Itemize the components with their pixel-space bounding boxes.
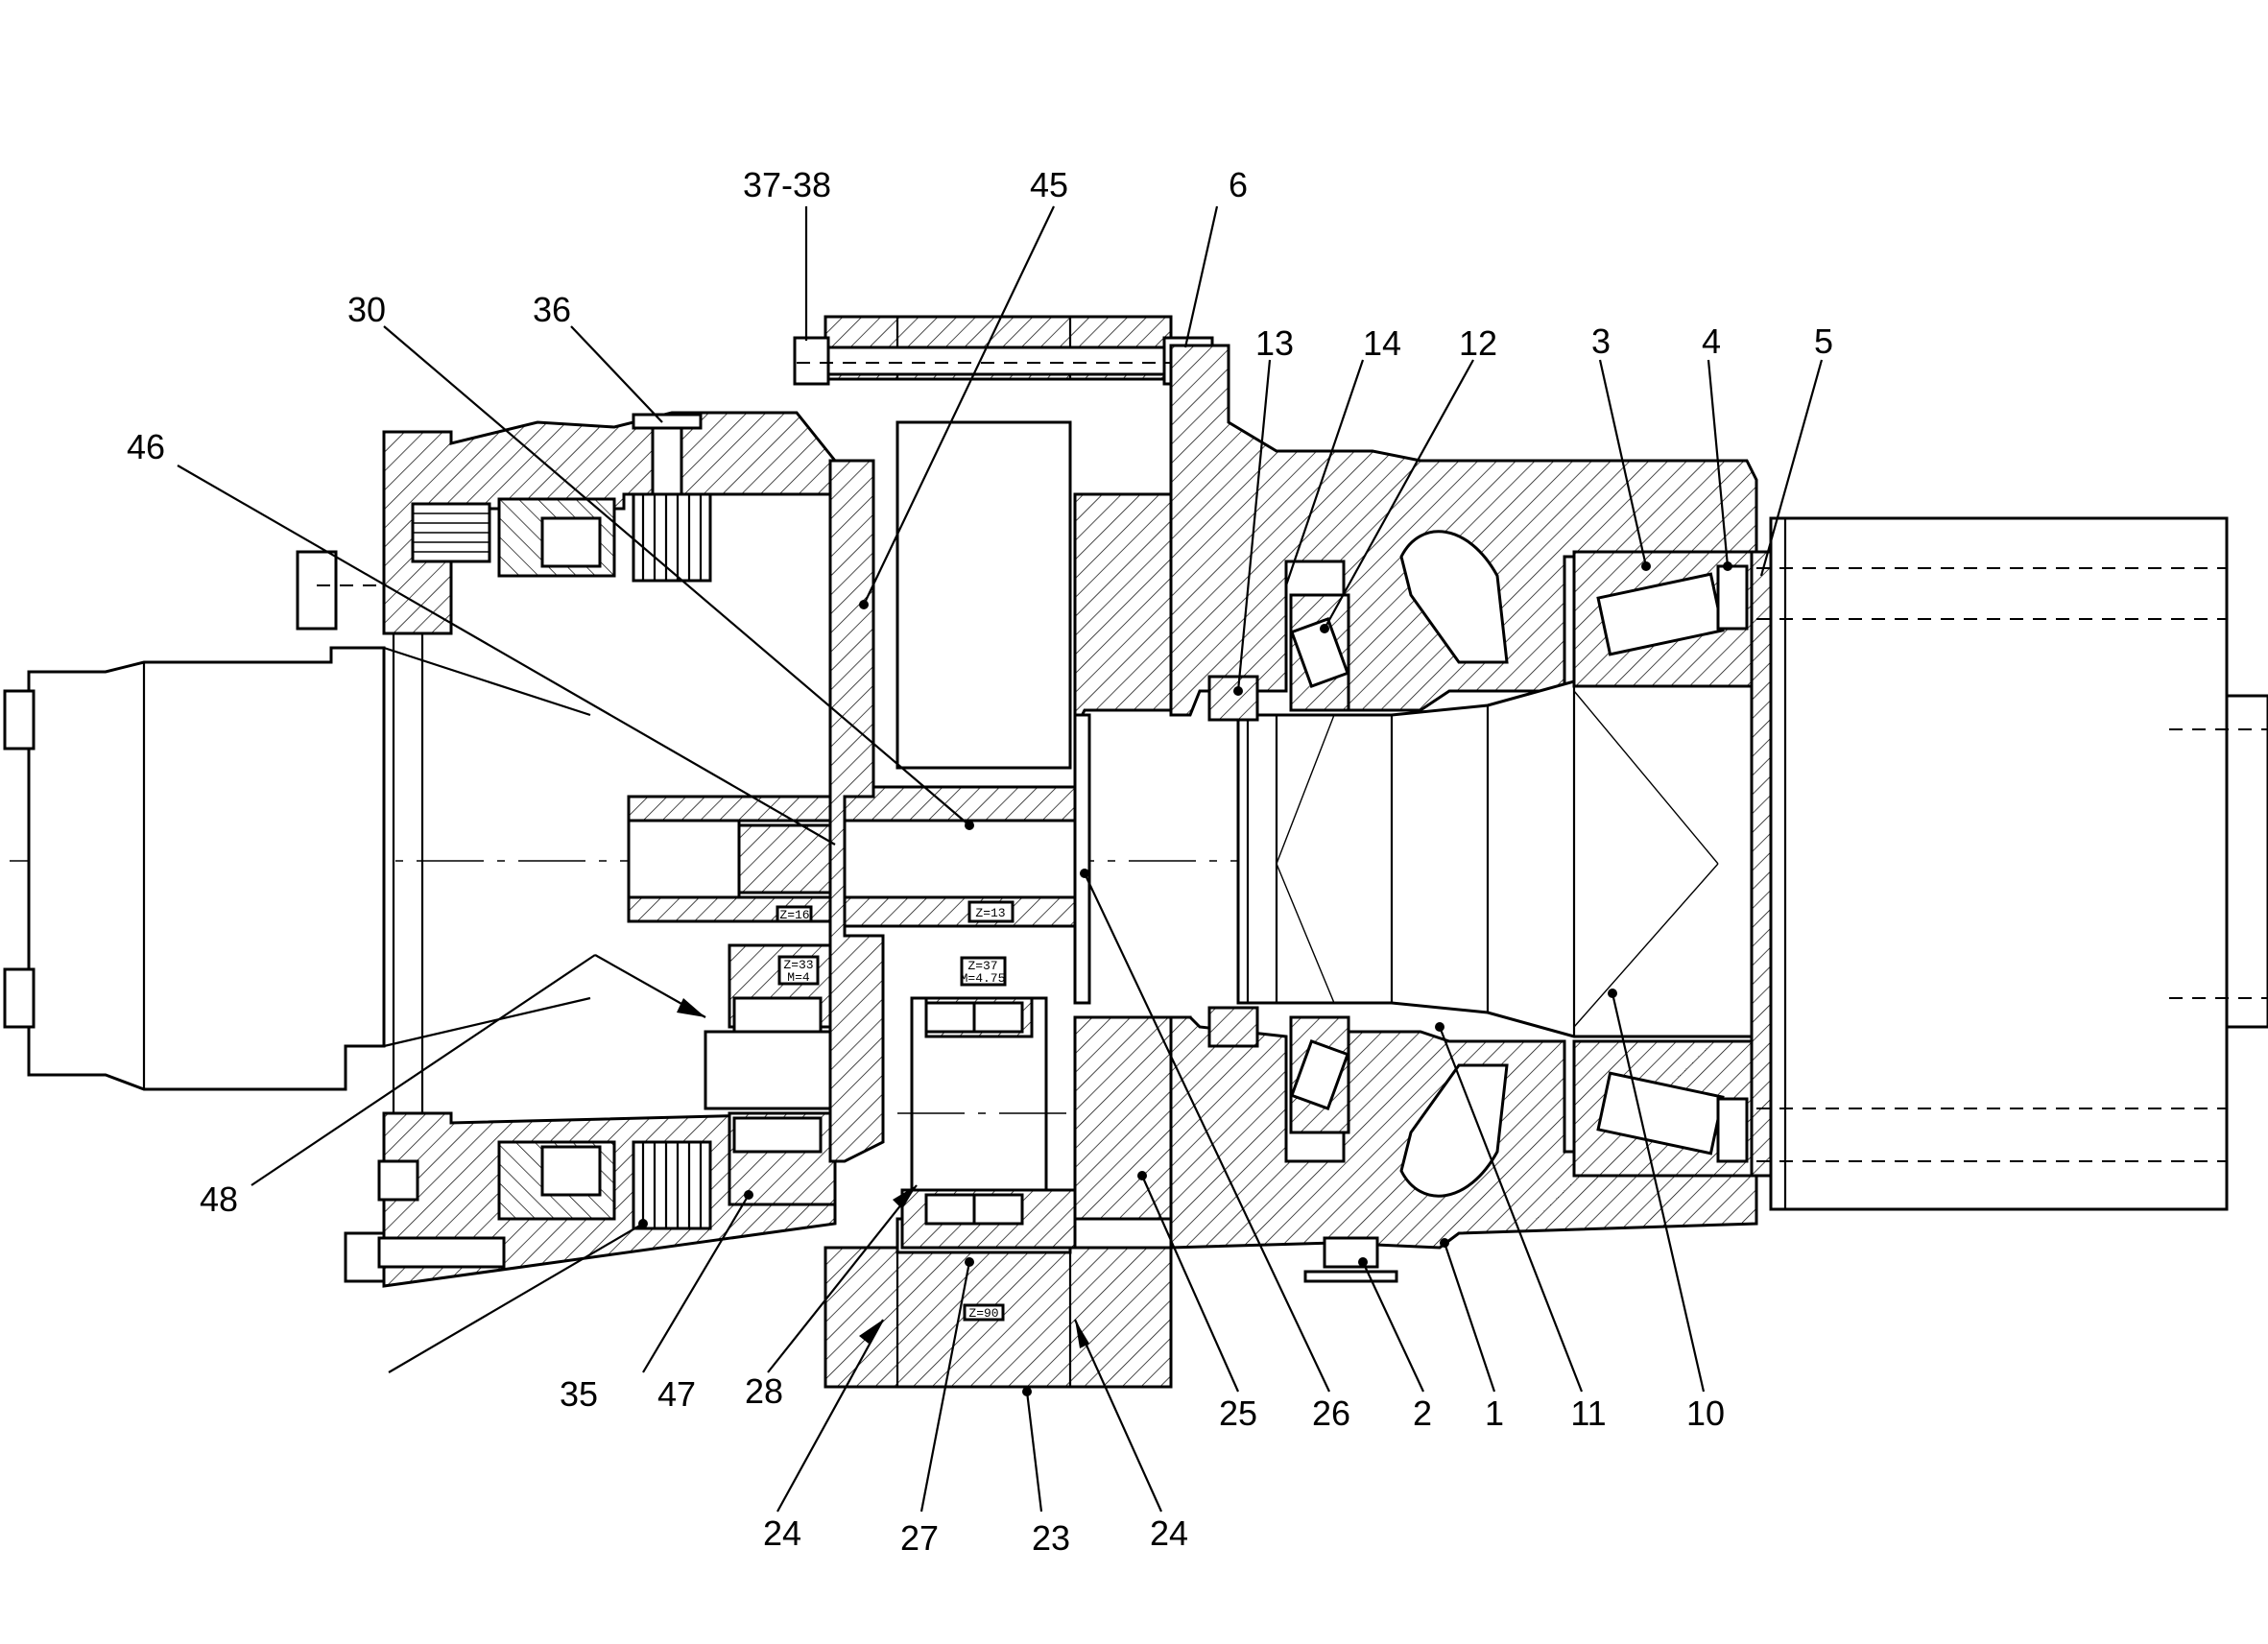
inner-bearing-top xyxy=(1289,593,1350,712)
callout-12: 12 xyxy=(1459,323,1497,363)
callout-1: 1 xyxy=(1485,1394,1504,1433)
planet-carrier xyxy=(828,459,885,1163)
callout-5: 5 xyxy=(1814,322,1833,361)
callout-47: 47 xyxy=(657,1374,696,1414)
callout-23: 23 xyxy=(1032,1518,1070,1558)
second-stage-planet: Z=37 M=4.75 xyxy=(897,956,1077,1250)
callout-27: 27 xyxy=(900,1518,939,1558)
callout-4: 4 xyxy=(1702,322,1721,361)
brake-disc-pack-top xyxy=(632,492,712,583)
gear-tag-m4: M=4 xyxy=(787,970,810,985)
callout-46: 46 xyxy=(127,427,165,466)
brake-spring-pack xyxy=(411,502,491,563)
output-spindle xyxy=(1207,675,1768,1048)
callout-14: 14 xyxy=(1363,323,1401,363)
callout-11: 11 xyxy=(1570,1394,1606,1433)
hub-flange xyxy=(1750,516,2268,1211)
outer-bearing-bottom xyxy=(1572,1039,1754,1178)
second-stage-carrier xyxy=(1073,492,1192,1221)
callout-36: 36 xyxy=(533,290,571,329)
gear-tag-z37: Z=37 xyxy=(967,959,997,973)
callout-24-right: 24 xyxy=(1150,1513,1188,1553)
gear-tag-z90: Z=90 xyxy=(968,1306,998,1321)
brake-disc-pack-bottom xyxy=(632,1140,712,1230)
first-stage-planet: Z=33 M=4 xyxy=(704,943,837,1206)
input-shaft: Z=13 Z=16 xyxy=(627,780,1077,928)
leader-lines xyxy=(177,205,1824,1513)
callout-28: 28 xyxy=(745,1371,783,1411)
gear-tag-z13: Z=13 xyxy=(975,906,1005,920)
callout-26: 26 xyxy=(1312,1394,1350,1433)
callout-labels: 37-38 45 6 30 36 13 14 12 3 4 5 46 48 35… xyxy=(127,165,1833,1558)
callout-13: 13 xyxy=(1255,323,1294,363)
callout-45: 45 xyxy=(1030,165,1068,204)
callout-3: 3 xyxy=(1591,322,1611,361)
outer-bearing-top xyxy=(1572,550,1754,688)
callout-30: 30 xyxy=(347,290,386,329)
hydraulic-motor xyxy=(3,550,591,1091)
callout-10: 10 xyxy=(1686,1394,1725,1433)
callout-25: 25 xyxy=(1219,1394,1257,1433)
callout-35: 35 xyxy=(560,1374,598,1414)
callout-37-38: 37-38 xyxy=(743,165,831,204)
gear-tag-z16: Z=16 xyxy=(779,908,809,922)
gear-tag-m475: M=4.75 xyxy=(961,971,1006,986)
main-housing xyxy=(1169,344,1758,1283)
callout-24-left: 24 xyxy=(763,1513,801,1553)
callout-2: 2 xyxy=(1413,1394,1432,1433)
inner-bearing-bottom xyxy=(1289,1015,1350,1134)
callout-48: 48 xyxy=(200,1179,238,1219)
gear-tag-z33: Z=33 xyxy=(783,958,813,972)
callout-6: 6 xyxy=(1229,165,1248,204)
